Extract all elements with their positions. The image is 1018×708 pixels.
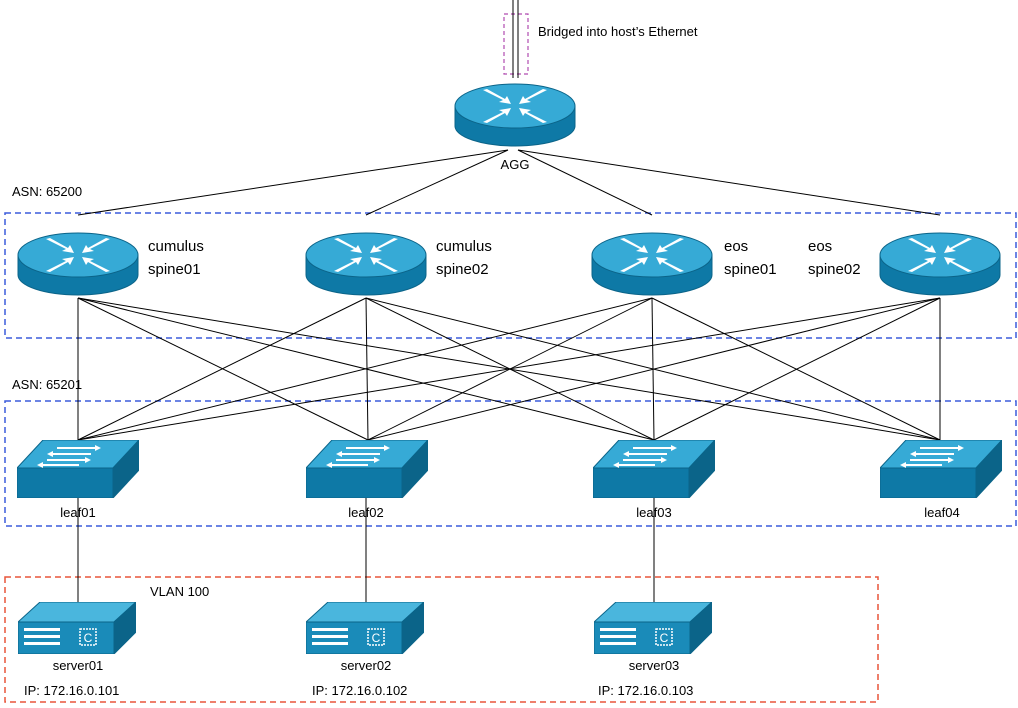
links: [77, 0, 941, 602]
server-ip: IP: 172.16.0.101: [24, 683, 119, 698]
link-s2-l1: [77, 297, 367, 441]
router-icon: [591, 232, 713, 296]
server-label: server02: [341, 658, 392, 673]
leaf-label: leaf01: [60, 505, 95, 520]
switch-icon: [306, 440, 428, 498]
spine-label-line1: eos: [724, 238, 748, 255]
spine-label-line2: spine01: [724, 261, 777, 278]
leaf-label: leaf04: [924, 505, 959, 520]
link-agg-spine4: [517, 149, 941, 216]
spine-label-line2: spine01: [148, 261, 201, 278]
router-icon: [879, 232, 1001, 296]
link-s4-l3: [653, 297, 941, 441]
uplink-label: Bridged into host’s Ethernet: [538, 24, 698, 39]
server-ip: IP: 172.16.0.102: [312, 683, 407, 698]
leaf-asn-label: ASN: 65201: [12, 377, 82, 392]
spine-asn-box: [4, 212, 1017, 339]
router-icon: [17, 232, 139, 296]
server-ip: IP: 172.16.0.103: [598, 683, 693, 698]
router-icon: [305, 232, 427, 296]
switch-icon: [880, 440, 1002, 498]
link-s3-l1: [77, 297, 653, 441]
server-icon: [18, 602, 136, 654]
link-agg-spine2: [365, 149, 509, 216]
server-icon: [594, 602, 712, 654]
router-icon: [454, 83, 576, 147]
spine-label-line1: cumulus: [436, 238, 492, 255]
vlan-box: [4, 576, 879, 703]
spine-asn-label: ASN: 65200: [12, 184, 82, 199]
spine-label-line2: spine02: [808, 261, 861, 278]
server-icon: [306, 602, 424, 654]
server-label: server03: [629, 658, 680, 673]
server-label: server01: [53, 658, 104, 673]
vlan-label: VLAN 100: [150, 584, 209, 599]
leaf-asn-box: [4, 400, 1017, 527]
link-s4-l1: [77, 297, 941, 441]
link-agg-spine3: [517, 149, 653, 216]
leaf-label: leaf02: [348, 505, 383, 520]
switch-icon: [17, 440, 139, 498]
link-s4-l2: [367, 297, 941, 441]
leaf-label: leaf03: [636, 505, 671, 520]
spine-label-line1: cumulus: [148, 238, 204, 255]
spine-label-line2: spine02: [436, 261, 489, 278]
spine-label-line1: eos: [808, 238, 832, 255]
agg-label: AGG: [501, 157, 530, 172]
switch-icon: [593, 440, 715, 498]
uplink-box: [503, 13, 529, 75]
link-agg-spine1: [77, 149, 509, 216]
